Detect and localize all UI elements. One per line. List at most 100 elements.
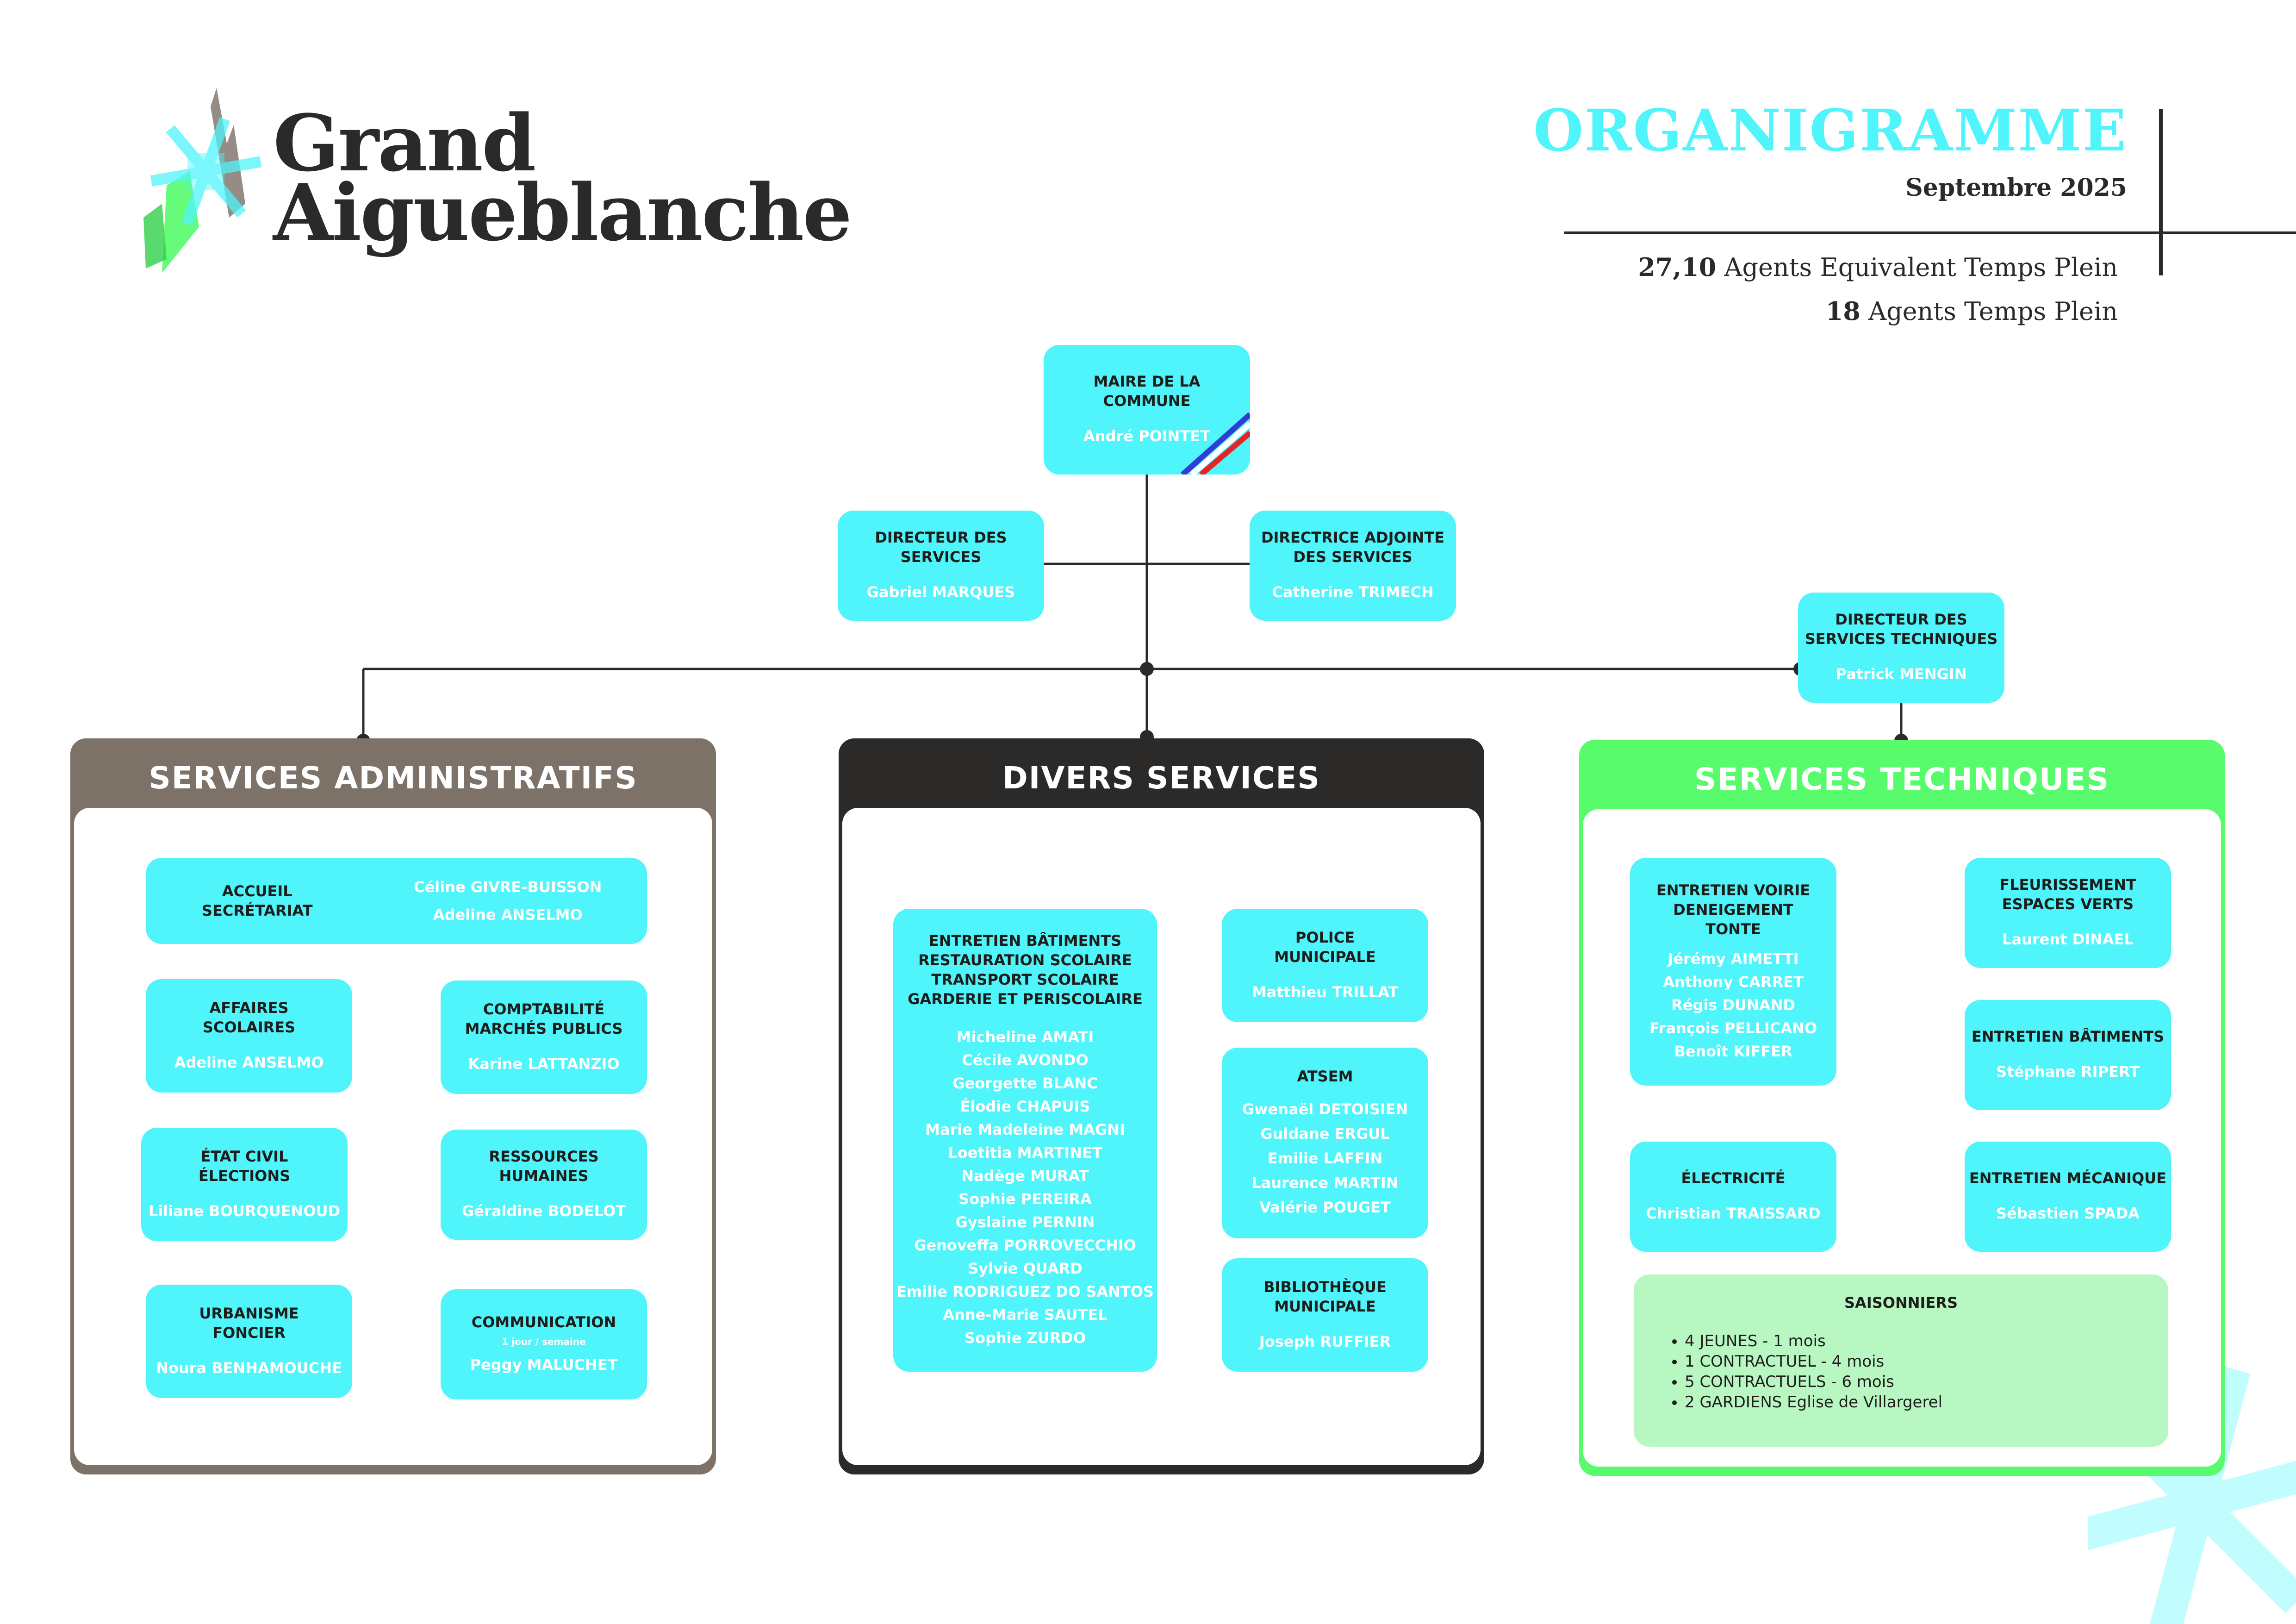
panel-divers-header: DIVERS SERVICES — [839, 738, 1484, 817]
role-scolaires: AFFAIRES SCOLAIRES — [202, 999, 296, 1036]
names-atsem: Gwenaël DETOISIEN Guldane ERGUL Emilie L… — [1242, 1097, 1408, 1220]
role-accueil: ACCUEIL SECRÉTARIAT — [201, 882, 313, 919]
name-voirie-1: Jérémy AIMETTI — [1668, 950, 1799, 968]
role-rh: RESSOURCES HUMAINES — [489, 1148, 599, 1185]
stat-etp: 27,10 Agents Equivalent Temps Plein — [1638, 252, 2118, 282]
box-rh: RESSOURCES HUMAINES Géraldine BODELOT — [441, 1130, 647, 1240]
name-voirie-4: François PELLICANO — [1649, 1019, 1817, 1037]
box-accueil: ACCUEIL SECRÉTARIAT Céline GIVRE-BUISSON… — [146, 858, 647, 944]
stat-etp-label: Agents Equivalent Temps Plein — [1724, 253, 2118, 282]
logo-line1: Grand — [273, 97, 536, 189]
header-divider-h — [1564, 231, 2296, 234]
box-etatcivil: ÉTAT CIVIL ÉLECTIONS Liliane BOURQUENOUD — [141, 1128, 348, 1241]
role-urbanisme: URBANISME FONCIER — [199, 1304, 299, 1342]
role-biblio: BIBLIOTHÈQUE MUNICIPALE — [1263, 1278, 1387, 1315]
role-etatcivil: ÉTAT CIVIL ÉLECTIONS — [198, 1147, 291, 1185]
name-entretien-7: Nadège MURAT — [961, 1167, 1089, 1185]
stat-tp: 18 Agents Temps Plein — [1826, 296, 2118, 326]
box-biblio: BIBLIOTHÈQUE MUNICIPALE Joseph RUFFIER — [1222, 1258, 1428, 1372]
name-dgs: Gabriel MARQUES — [866, 583, 1015, 601]
name-atsem-5: Valérie POUGET — [1259, 1198, 1391, 1216]
list-item: 4 JEUNES - 1 mois — [1685, 1331, 2145, 1351]
logo-mark-icon — [143, 88, 262, 273]
box-voirie: ENTRETIEN VOIRIE DENEIGEMENT TONTE Jérém… — [1630, 858, 1836, 1086]
name-police: Matthieu TRILLAT — [1251, 983, 1399, 1001]
page-date: Septembre 2025 — [1905, 174, 2127, 202]
name-entretien-6: Loetitia MARTINET — [948, 1144, 1102, 1162]
role-dgs: DIRECTEUR DES SERVICES — [875, 529, 1007, 566]
name-atsem-3: Emilie LAFFIN — [1267, 1149, 1383, 1167]
name-scolaires: Adeline ANSELMO — [174, 1053, 324, 1071]
name-biblio: Joseph RUFFIER — [1259, 1332, 1391, 1350]
box-atsem: ATSEM Gwenaël DETOISIEN Guldane ERGUL Em… — [1222, 1048, 1428, 1238]
box-dgs: DIRECTEUR DES SERVICES Gabriel MARQUES — [838, 511, 1044, 621]
role-entretien: ENTRETIEN BÂTIMENTS RESTAURATION SCOLAIR… — [908, 932, 1143, 1008]
list-saisonniers: 4 JEUNES - 1 mois 1 CONTRACTUEL - 4 mois… — [1657, 1331, 2145, 1412]
name-entretien-8: Sophie PEREIRA — [958, 1190, 1092, 1208]
name-communication: Peggy MALUCHET — [470, 1356, 618, 1374]
role-elec: ÉLECTRICITÉ — [1681, 1169, 1786, 1187]
role-communication: COMMUNICATION — [471, 1313, 616, 1331]
list-item: 5 CONTRACTUELS - 6 mois — [1685, 1372, 2145, 1392]
name-compta: Karine LATTANZIO — [468, 1055, 620, 1073]
role-police: POLICE MUNICIPALE — [1274, 928, 1376, 966]
name-batiments: Stéphane RIPERT — [1996, 1063, 2140, 1081]
box-urbanisme: URBANISME FONCIER Noura BENHAMOUCHE — [146, 1285, 352, 1398]
stat-tp-value: 18 — [1825, 296, 1860, 326]
box-maire: MAIRE DE LA COMMUNE André POINTET — [1044, 345, 1250, 475]
name-accueil-1: Céline GIVRE-BUISSON — [414, 878, 602, 896]
role-saisonniers: SAISONNIERS — [1844, 1294, 1958, 1312]
panel-tech-header: SERVICES TECHNIQUES — [1579, 740, 2225, 818]
name-elec: Christian TRAISSARD — [1646, 1205, 1821, 1222]
name-fleur: Laurent DINAEL — [2002, 931, 2134, 948]
panel-divers-title: DIVERS SERVICES — [1002, 760, 1320, 796]
role-fleur: FLEURISSEMENT ESPACES VERTS — [1999, 876, 2136, 913]
name-atsem-2: Guldane ERGUL — [1260, 1124, 1390, 1143]
role-voirie: ENTRETIEN VOIRIE DENEIGEMENT TONTE — [1656, 881, 1811, 938]
stat-tp-label: Agents Temps Plein — [1868, 297, 2118, 326]
panel-admin-title: SERVICES ADMINISTRATIFS — [149, 760, 638, 796]
name-entretien-4: Élodie CHAPUIS — [960, 1098, 1090, 1115]
names-accueil: Céline GIVRE-BUISSON Adeline ANSELMO — [392, 873, 623, 929]
name-entretien-9: Gyslaine PERNIN — [955, 1213, 1095, 1231]
name-accueil-2: Adeline ANSELMO — [433, 906, 583, 924]
box-saisonniers: SAISONNIERS 4 JEUNES - 1 mois 1 CONTRACT… — [1634, 1274, 2168, 1447]
header-divider-v — [2159, 109, 2163, 275]
names-entretien: Micheline AMATI Cécile AVONDO Georgette … — [896, 1025, 1154, 1349]
page-title: ORGANIGRAMME — [1533, 97, 2127, 164]
box-communication: COMMUNICATION 1 jour / semaine Peggy MAL… — [441, 1289, 647, 1399]
box-dgsa: DIRECTRICE ADJOINTE DES SERVICES Catheri… — [1250, 511, 1456, 621]
names-voirie: Jérémy AIMETTI Anthony CARRET Régis DUNA… — [1649, 947, 1817, 1063]
name-entretien-11: Sylvie QUARD — [968, 1260, 1083, 1277]
stat-etp-value: 27,10 — [1638, 252, 1717, 282]
name-entretien-14: Sophie ZURDO — [964, 1329, 1086, 1347]
role-atsem: ATSEM — [1297, 1067, 1353, 1085]
name-entretien-1: Micheline AMATI — [956, 1028, 1094, 1046]
name-atsem-1: Gwenaël DETOISIEN — [1242, 1100, 1408, 1118]
list-item: 2 GARDIENS Eglise de Villargerel — [1685, 1392, 2145, 1412]
name-voirie-5: Benoît KIFFER — [1674, 1043, 1792, 1060]
box-meca: ENTRETIEN MÉCANIQUE Sébastien SPADA — [1965, 1142, 2171, 1252]
box-batiments: ENTRETIEN BÂTIMENTS Stéphane RIPERT — [1965, 1000, 2171, 1110]
logo-line2: Aigueblanche — [273, 167, 852, 258]
name-dgsa: Catherine TRIMECH — [1272, 583, 1434, 601]
name-entretien-3: Georgette BLANC — [952, 1074, 1098, 1092]
role-dst: DIRECTEUR DES SERVICES TECHNIQUES — [1804, 611, 1998, 648]
tricolor-sash-icon — [1181, 412, 1250, 475]
note-communication: 1 jour / semaine — [502, 1336, 586, 1347]
name-rh: Géraldine BODELOT — [461, 1202, 626, 1220]
name-voirie-3: Régis DUNAND — [1671, 996, 1795, 1014]
role-maire: MAIRE DE LA COMMUNE — [1093, 373, 1201, 410]
role-batiments: ENTRETIEN BÂTIMENTS — [1971, 1028, 2165, 1045]
name-entretien-13: Anne-Marie SAUTEL — [943, 1306, 1108, 1324]
panel-tech-title: SERVICES TECHNIQUES — [1694, 761, 2109, 797]
box-scolaires: AFFAIRES SCOLAIRES Adeline ANSELMO — [146, 979, 352, 1093]
name-voirie-2: Anthony CARRET — [1663, 973, 1804, 991]
name-entretien-2: Cécile AVONDO — [962, 1051, 1089, 1069]
box-dst: DIRECTEUR DES SERVICES TECHNIQUES Patric… — [1798, 593, 2004, 703]
box-fleur: FLEURISSEMENT ESPACES VERTS Laurent DINA… — [1965, 858, 2171, 968]
logo: Grand Aigueblanche — [134, 79, 852, 282]
panel-admin-header: SERVICES ADMINISTRATIFS — [70, 738, 716, 817]
box-police: POLICE MUNICIPALE Matthieu TRILLAT — [1222, 909, 1428, 1022]
name-urbanisme: Noura BENHAMOUCHE — [156, 1359, 342, 1377]
